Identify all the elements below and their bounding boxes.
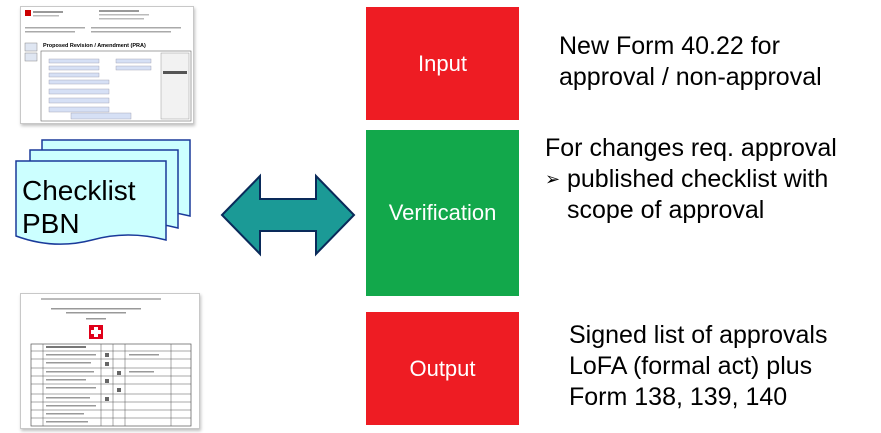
verification-description: For changes req. approval ➢ published ch… xyxy=(545,133,837,226)
input-box: Input xyxy=(366,7,519,120)
bidirectional-arrow xyxy=(220,173,356,257)
checklist-line-1: Checklist xyxy=(22,175,136,206)
checklist-line-2: PBN xyxy=(22,208,80,239)
verification-bullet-line-2: scope of approval xyxy=(567,196,765,224)
verification-description-title: For changes req. approval xyxy=(545,134,837,162)
input-description-line-1: New Form 40.22 for xyxy=(559,32,780,60)
verification-label: Verification xyxy=(388,200,497,225)
checklist-page-front xyxy=(15,160,167,245)
arrow-shape xyxy=(220,173,356,257)
output-description-line-2: LoFA (formal act) plus xyxy=(569,352,813,380)
form-document-image xyxy=(24,10,192,122)
form-title: Proposed Revision / Amendment (PRA) xyxy=(43,43,146,49)
output-box: Output xyxy=(366,312,519,425)
checklist-label: Checklist PBN xyxy=(22,174,136,240)
output-description-line-1: Signed list of approvals xyxy=(569,321,828,349)
verification-box: Verification xyxy=(366,130,519,296)
checklist-document-stack xyxy=(15,139,191,245)
approval-list-thumbnail xyxy=(20,293,200,429)
approval-list-image xyxy=(30,298,192,427)
verification-bullet-line-1: published checklist with xyxy=(567,165,829,193)
bullet-arrow-icon: ➢ xyxy=(545,169,561,190)
verification-bullet: ➢ published checklist with scope of appr… xyxy=(545,164,837,226)
input-label: Input xyxy=(418,50,467,76)
input-description: New Form 40.22 for approval / non-approv… xyxy=(559,31,822,93)
output-label: Output xyxy=(409,355,476,381)
input-description-line-2: approval / non-approval xyxy=(559,63,822,91)
output-description-line-3: Form 138, 139, 140 xyxy=(569,383,788,411)
form-document-thumbnail: Proposed Revision / Amendment (PRA) xyxy=(20,6,194,124)
output-description: Signed list of approvals LoFA (formal ac… xyxy=(569,320,827,413)
